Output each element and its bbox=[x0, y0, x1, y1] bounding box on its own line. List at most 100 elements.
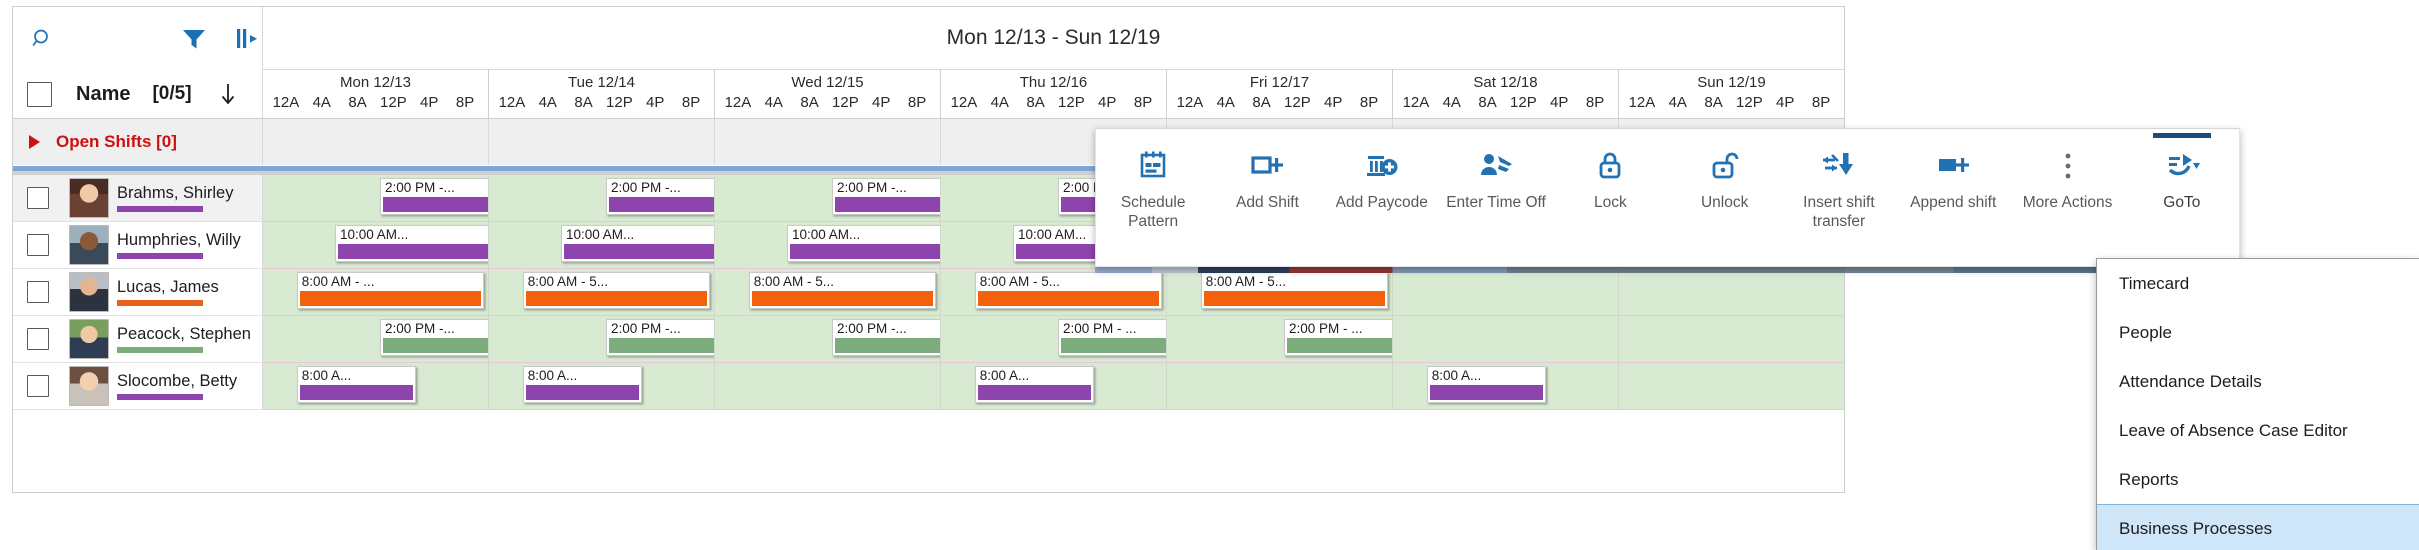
column-selection-icon[interactable] bbox=[235, 26, 261, 52]
schedule-day-cell[interactable]: 2:00 PM -... bbox=[714, 175, 981, 222]
open-shift-cell[interactable] bbox=[714, 119, 940, 165]
schedule-day-cell[interactable]: 8:00 A... bbox=[940, 363, 1166, 410]
menu-item-business-processes[interactable]: Business Processes bbox=[2097, 504, 2419, 550]
schedule-day-cell[interactable]: 2:00 PM -... bbox=[714, 316, 994, 363]
schedule-day-cell[interactable]: 10:00 AM... bbox=[488, 222, 723, 269]
table-row[interactable]: Slocombe, Betty 8:00 A... 8:00 A... 8:00 A.… bbox=[13, 363, 1844, 410]
shift-block[interactable]: 8:00 A... bbox=[522, 366, 642, 403]
menu-item-leave-of-absence-case-editor[interactable]: Leave of Absence Case Editor bbox=[2119, 420, 2348, 440]
schedule-day-cell[interactable]: 8:00 AM - 5... bbox=[1166, 269, 1392, 316]
shift-block[interactable]: 8:00 AM - ... bbox=[296, 272, 484, 309]
schedule-day-cell[interactable] bbox=[1166, 363, 1392, 410]
employee-meta: Slocombe, Betty bbox=[117, 372, 237, 400]
toolbar-button-append-shift[interactable]: Append shift bbox=[1896, 141, 2010, 212]
select-all-checkbox[interactable] bbox=[27, 81, 52, 107]
employee-name-cell[interactable]: Brahms, Shirley bbox=[13, 175, 263, 222]
row-checkbox[interactable] bbox=[27, 187, 49, 209]
name-column-header: Name [0/5] bbox=[13, 70, 263, 118]
toolbar-button-unlock[interactable]: Unlock bbox=[1667, 141, 1781, 212]
shift-time-label: 8:00 A... bbox=[979, 368, 1030, 383]
shift-block[interactable]: 10:00 AM... bbox=[561, 225, 723, 262]
expand-triangle-icon[interactable] bbox=[29, 135, 40, 149]
schedule-day-cell[interactable] bbox=[1618, 316, 1844, 363]
employee-name-cell[interactable]: Peacock, Stephen bbox=[13, 316, 263, 363]
schedule-day-cell[interactable]: 2:00 PM -... bbox=[488, 175, 755, 222]
row-checkbox[interactable] bbox=[27, 281, 49, 303]
shift-block[interactable]: 8:00 A... bbox=[296, 366, 416, 403]
schedule-day-cell[interactable] bbox=[1392, 269, 1618, 316]
schedule-day-cell[interactable]: 2:00 PM -... bbox=[488, 316, 768, 363]
unlock-icon bbox=[1704, 147, 1746, 185]
toolbar-button-insert-shift-transfer[interactable]: Insert shift transfer bbox=[1782, 141, 1896, 231]
employee-meta: Humphries, Willy bbox=[117, 231, 241, 259]
toolbar-button-more-actions[interactable]: More Actions bbox=[2010, 141, 2124, 212]
schedule-day-cell[interactable]: 8:00 AM - 5... bbox=[714, 269, 940, 316]
sort-descending-arrow-icon[interactable] bbox=[218, 82, 238, 106]
schedule-day-cell[interactable]: 10:00 AM... bbox=[714, 222, 949, 269]
shift-color-bar bbox=[751, 291, 933, 306]
employee-color-bar bbox=[117, 300, 203, 306]
shift-block[interactable]: 8:00 AM - 5... bbox=[748, 272, 936, 309]
schedule-day-cell[interactable]: 8:00 A... bbox=[488, 363, 714, 410]
schedule-day-cell[interactable]: 2:00 PM - ... bbox=[940, 316, 1220, 363]
hour-tick-label: 8A bbox=[1252, 94, 1271, 111]
employee-day-cells: 2:00 PM -...2:00 PM -...2:00 PM -...2:00… bbox=[263, 316, 1844, 363]
schedule-day-cell[interactable]: 2:00 PM -... bbox=[263, 316, 542, 363]
schedule-day-cell[interactable]: 8:00 A... bbox=[1392, 363, 1618, 410]
employee-name-cell[interactable]: Lucas, James bbox=[13, 269, 263, 316]
open-shift-cell[interactable] bbox=[488, 119, 714, 165]
menu-item-reports[interactable]: Reports bbox=[2119, 469, 2179, 489]
hour-tick-label: 4P bbox=[420, 94, 439, 111]
hour-tick-label: 4A bbox=[1668, 94, 1687, 111]
row-checkbox[interactable] bbox=[27, 375, 49, 397]
shift-block[interactable]: 8:00 A... bbox=[974, 366, 1094, 403]
schedule-day-cell[interactable]: 8:00 AM - ... bbox=[263, 269, 488, 316]
schedule-day-cell[interactable] bbox=[1618, 363, 1844, 410]
shift-block[interactable]: 8:00 AM - 5... bbox=[974, 272, 1162, 309]
toolbar-button-schedule-pattern[interactable]: Schedule Pattern bbox=[1096, 141, 1210, 231]
schedule-day-cell[interactable] bbox=[1392, 316, 1618, 363]
schedule-day-cell[interactable]: 2:00 PM -... bbox=[263, 175, 529, 222]
schedule-day-cell[interactable]: 8:00 AM - 5... bbox=[488, 269, 714, 316]
toolbar-button-enter-time-off[interactable]: Enter Time Off bbox=[1439, 141, 1553, 212]
toolbar-button-lock[interactable]: Lock bbox=[1553, 141, 1667, 212]
employee-name-cell[interactable]: Humphries, Willy bbox=[13, 222, 263, 269]
toolbar-button-goto[interactable]: GoTo bbox=[2125, 141, 2239, 212]
menu-item-people[interactable]: People bbox=[2119, 322, 2172, 342]
add-paycode-icon bbox=[1361, 147, 1403, 185]
shift-block[interactable]: 8:00 AM - 5... bbox=[1200, 272, 1388, 309]
shift-block[interactable]: 8:00 AM - 5... bbox=[522, 272, 710, 309]
toolbar-button-add-shift[interactable]: Add Shift bbox=[1210, 141, 1324, 212]
schedule-day-cell[interactable]: 10:00 AM... bbox=[263, 222, 497, 269]
row-checkbox[interactable] bbox=[27, 328, 49, 350]
schedule-day-cell[interactable]: 2:00 PM - ... bbox=[1166, 316, 1446, 363]
row-checkbox[interactable] bbox=[27, 234, 49, 256]
schedule-day-cell[interactable] bbox=[1618, 269, 1844, 316]
shift-time-label: 8:00 AM - 5... bbox=[979, 274, 1061, 289]
hour-tick-label: 4P bbox=[646, 94, 665, 111]
schedule-day-cell[interactable] bbox=[714, 363, 940, 410]
employee-day-cells: 8:00 AM - ... 8:00 AM - 5... 8:00 AM - 5..… bbox=[263, 269, 1844, 316]
toolbar-button-add-paycode[interactable]: Add Paycode bbox=[1325, 141, 1439, 212]
shift-block[interactable]: 10:00 AM... bbox=[787, 225, 949, 262]
schedule-day-cell[interactable]: 8:00 A... bbox=[263, 363, 488, 410]
shift-block[interactable]: 8:00 A... bbox=[1426, 366, 1546, 403]
hour-tick-label: 8A bbox=[1478, 94, 1497, 111]
hour-tick-label: 12P bbox=[380, 94, 407, 111]
row-separator-grey bbox=[13, 171, 1844, 175]
search-icon[interactable] bbox=[31, 27, 55, 51]
menu-item-attendance-details[interactable]: Attendance Details bbox=[2119, 371, 2262, 391]
open-shifts-label-cell[interactable]: Open Shifts [0] bbox=[13, 119, 263, 165]
menu-item-timecard[interactable]: Timecard bbox=[2119, 273, 2190, 293]
filter-icon[interactable] bbox=[181, 27, 207, 51]
employee-meta: Lucas, James bbox=[117, 278, 219, 306]
open-shift-cell[interactable] bbox=[263, 119, 488, 165]
schedule-day-cell[interactable]: 8:00 AM - 5... bbox=[940, 269, 1166, 316]
employee-name-cell[interactable]: Slocombe, Betty bbox=[13, 363, 263, 410]
employee-color-bar bbox=[117, 206, 203, 212]
hour-tick-label: 8A bbox=[800, 94, 819, 111]
shift-block[interactable]: 10:00 AM... bbox=[335, 225, 497, 262]
